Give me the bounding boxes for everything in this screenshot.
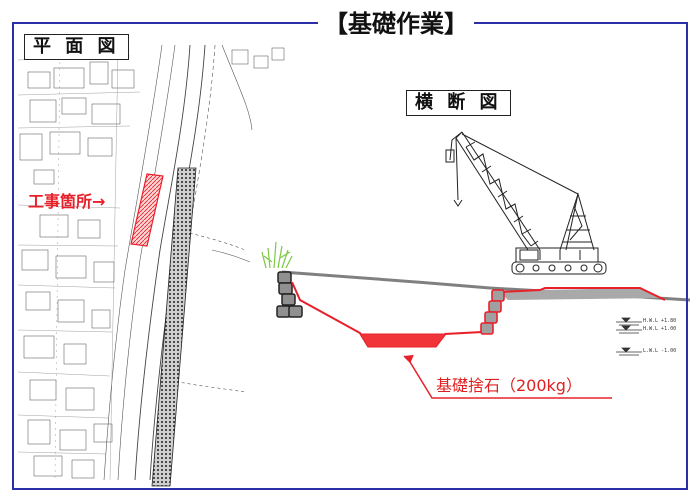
diagram-frame xyxy=(12,22,688,490)
construction-site-area xyxy=(130,173,164,247)
water-level-label: H.W.L +1.00 xyxy=(643,326,677,332)
foundation-stone-arrow xyxy=(403,354,612,399)
foundation-stone-label: 基礎捨石（200kg） xyxy=(436,376,582,395)
ground-line xyxy=(281,270,691,302)
page-title: 【基礎作業】 xyxy=(318,8,474,40)
construction-site-label: 工事箇所→ xyxy=(28,192,106,211)
embankment-plan-strip xyxy=(151,167,197,487)
water-level-icon xyxy=(616,317,642,356)
foundation-stone-layer xyxy=(359,333,448,348)
water-level-label: L.W.L -1.00 xyxy=(643,348,677,354)
armor-block-icon xyxy=(276,271,303,318)
plan-view-label: 平 面 図 xyxy=(24,34,129,60)
water-level-label: H.W.L +1.80 xyxy=(643,318,677,324)
armor-block-icon xyxy=(480,289,505,335)
embankment-section-outline xyxy=(499,287,666,301)
grass-icon xyxy=(261,241,293,269)
cross-section-label: 横 断 図 xyxy=(406,90,511,116)
crane-icon xyxy=(445,131,607,275)
